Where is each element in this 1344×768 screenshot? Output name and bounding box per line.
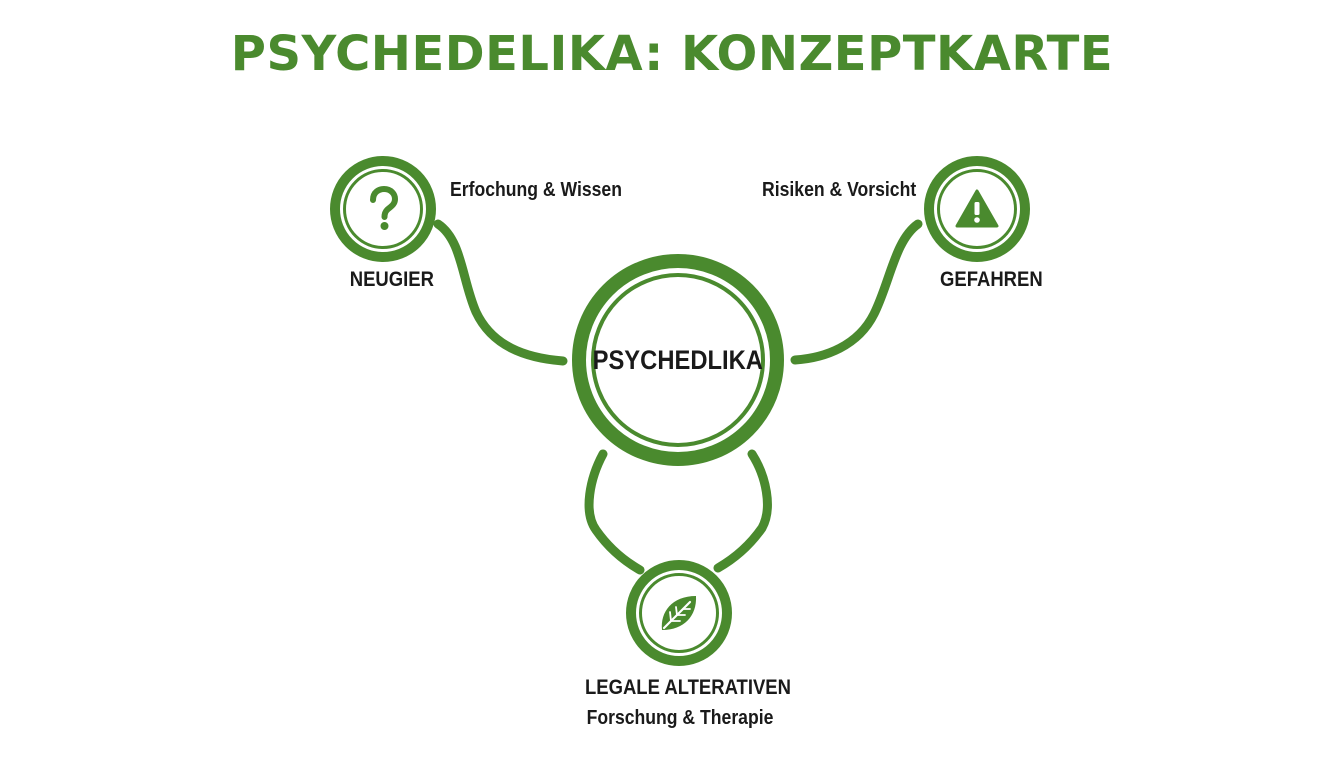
node-gefahren-annotation: Risiken & Vorsicht xyxy=(762,179,917,201)
connector-legal-left xyxy=(584,449,645,575)
page-title: PSYCHEDELIKA: KONZEPTKARTE xyxy=(230,26,1114,82)
node-neugier-inner xyxy=(343,169,423,249)
node-gefahren-label: GEFAHREN xyxy=(940,268,1043,291)
node-neugier-label: NEUGIER xyxy=(349,268,434,291)
node-legale-alterativen-label: LEGALE ALTERATIVEN xyxy=(584,676,791,699)
node-legale-alterativen-inner xyxy=(639,573,719,653)
node-gefahren xyxy=(924,156,1030,262)
node-neugier-annotation: Erfochung & Wissen xyxy=(450,179,622,201)
node-legale-alterativen-annotation: Forschung & Therapie xyxy=(586,707,774,729)
connector-neugier xyxy=(433,219,568,366)
center-node: PSYCHEDLIKA xyxy=(572,254,784,466)
leaf-icon xyxy=(661,596,697,630)
center-label: PSYCHEDLIKA xyxy=(592,344,764,375)
connector-legal-right xyxy=(713,449,772,573)
connector-gefahren xyxy=(790,219,923,365)
node-gefahren-inner xyxy=(937,169,1017,249)
warning-triangle-icon xyxy=(955,189,999,228)
question-mark-icon xyxy=(370,186,398,230)
center-node-inner: PSYCHEDLIKA xyxy=(591,273,765,447)
node-neugier xyxy=(330,156,436,262)
node-legale-alterativen xyxy=(626,560,732,666)
